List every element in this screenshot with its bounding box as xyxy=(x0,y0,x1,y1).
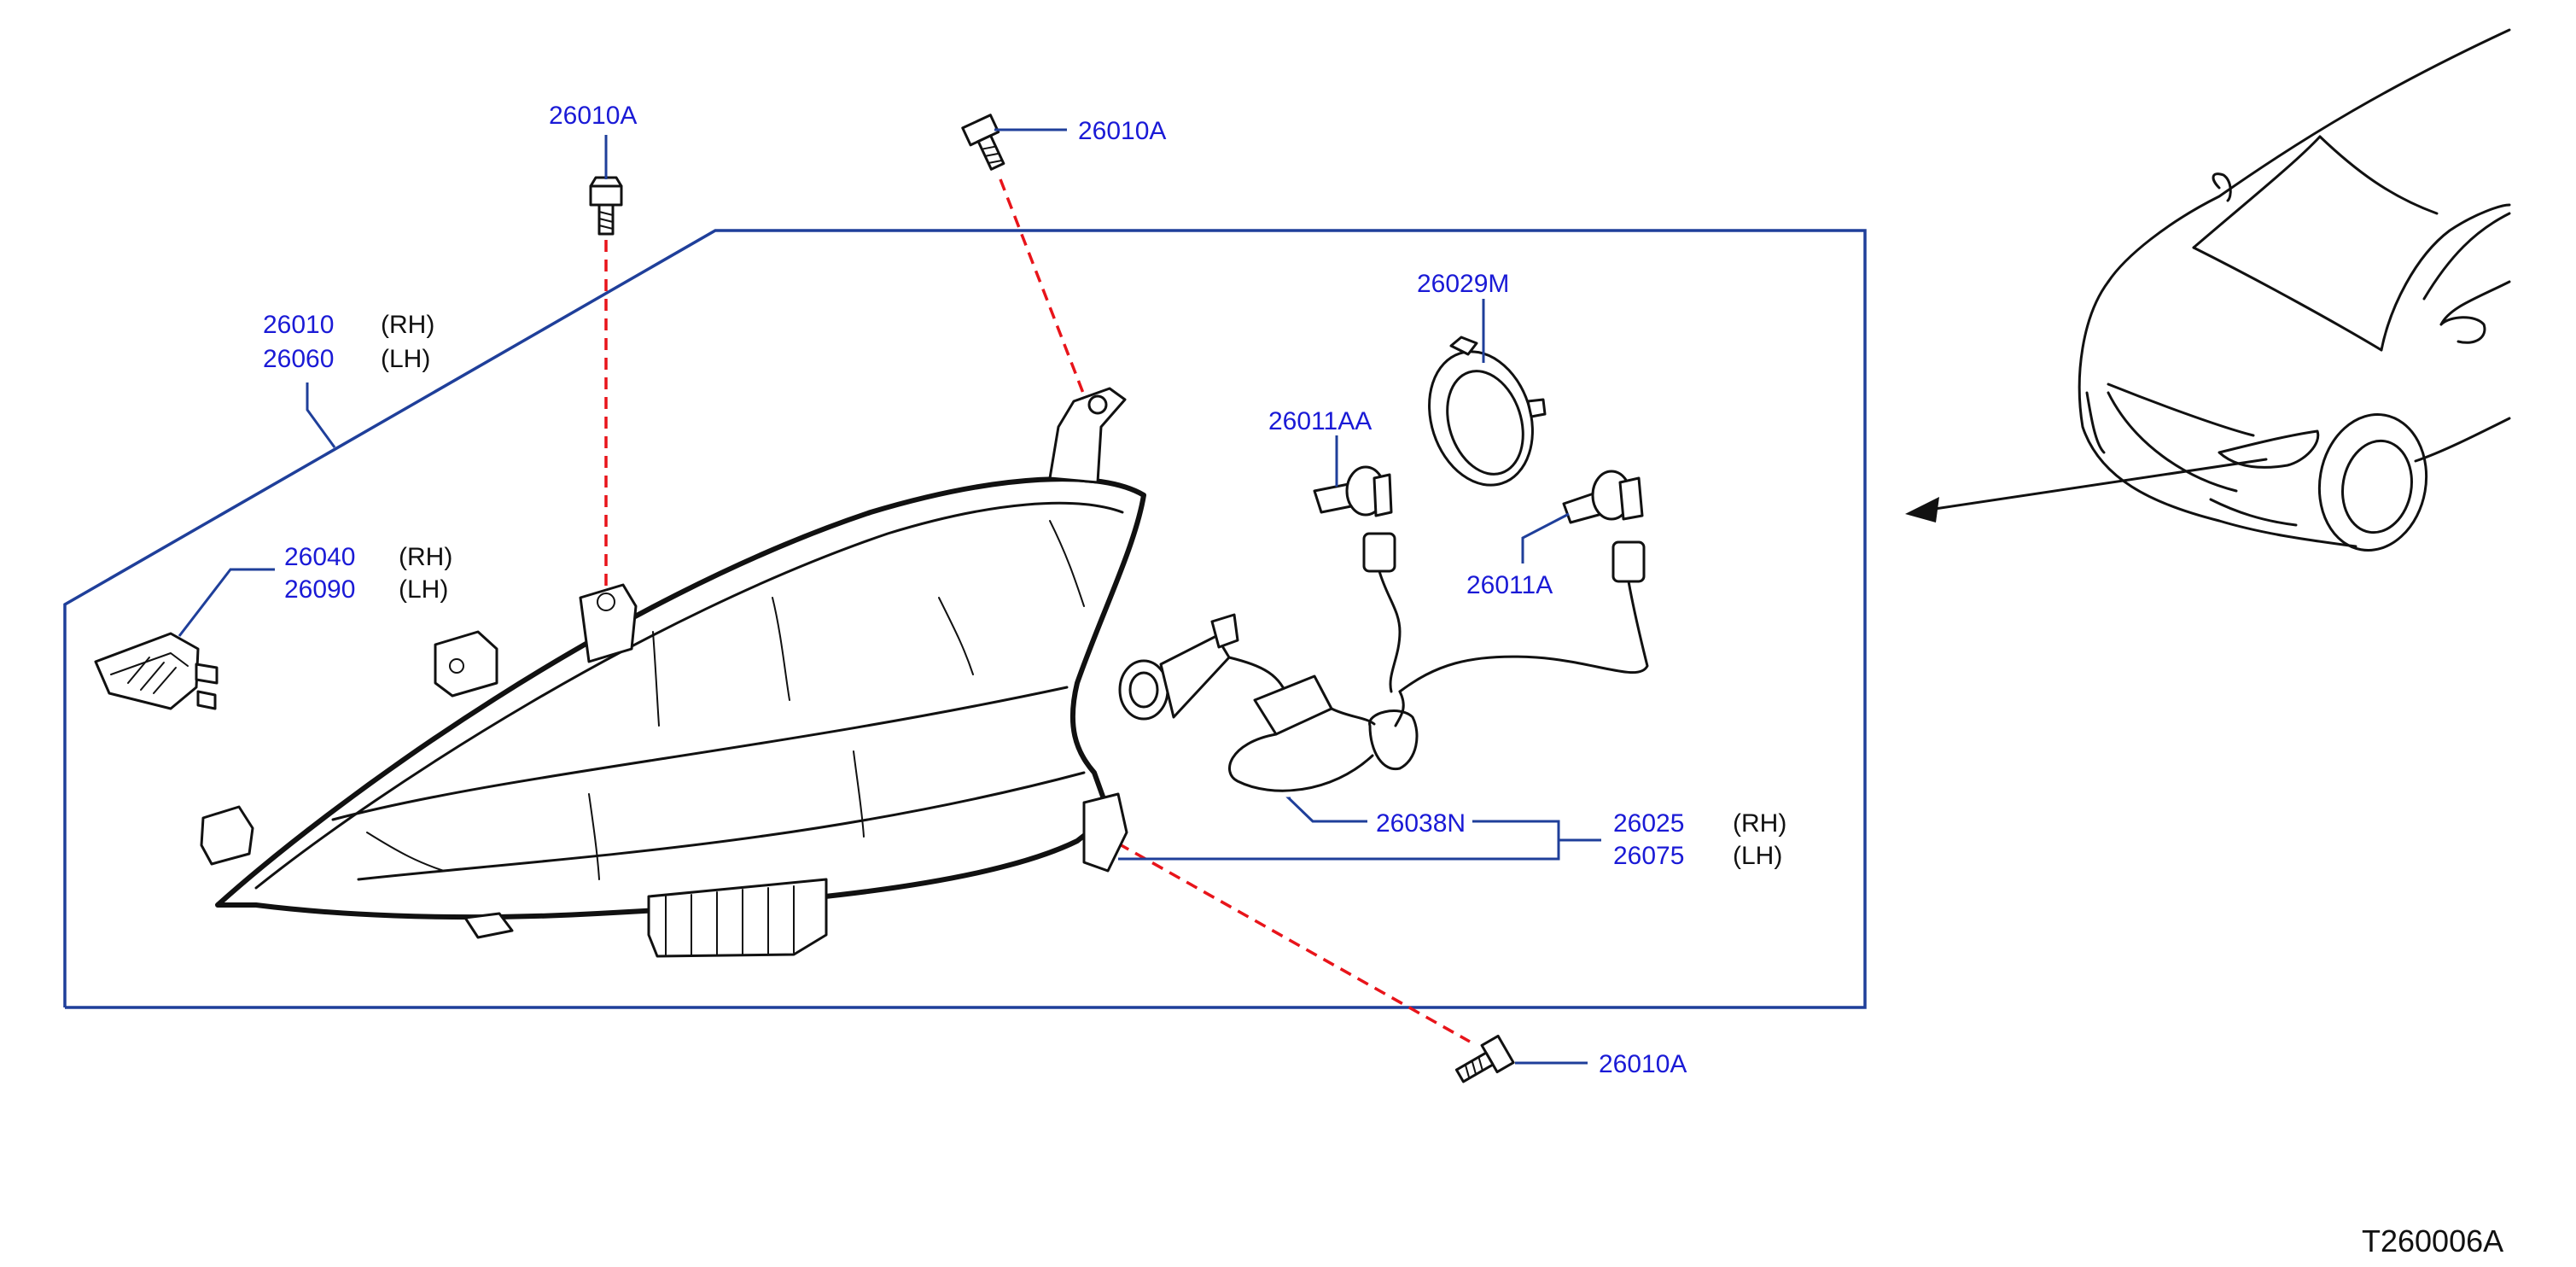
callout-side-marker-lh-part: 26090 xyxy=(284,575,355,604)
leader-bulb-right xyxy=(1521,512,1570,563)
callout-side-marker-rh-part: 26040 xyxy=(284,543,355,571)
bolt-icon xyxy=(1454,1034,1515,1083)
callout-socket-cap: 26029M xyxy=(1417,270,1509,298)
callout-headlamp-rh-part: 26010 xyxy=(263,311,334,339)
leader-headlamp xyxy=(306,382,336,448)
bulb-icon xyxy=(1398,470,1649,693)
callout-harness-assembly-lh-part: 26075 xyxy=(1613,842,1684,870)
callout-headlamp-rh-side: (RH) xyxy=(381,311,434,339)
callout-harness-assembly-lh-side: (LH) xyxy=(1733,842,1782,870)
bulb-icon xyxy=(1313,465,1402,693)
vehicle-front-icon xyxy=(1905,28,2511,552)
callout-bolt-top-left: 26010A xyxy=(549,102,637,130)
fastener-path-top-center xyxy=(999,178,1087,400)
socket-cap-icon xyxy=(1428,336,1547,487)
callout-harness: 26038N xyxy=(1376,809,1466,838)
harness-connector-icon xyxy=(1118,613,1419,792)
callout-headlamp-lh-part: 26060 xyxy=(263,345,334,373)
callout-harness-assembly-rh-part: 26025 xyxy=(1613,809,1684,838)
callout-side-marker-lh-side: (LH) xyxy=(399,575,448,604)
headlamp-assembly-drawing xyxy=(200,387,1146,958)
leader-harness xyxy=(1285,797,1367,823)
fastener-path-bottom-right xyxy=(1117,842,1471,1043)
callout-bulb-right: 26011A xyxy=(1466,571,1553,599)
callout-headlamp-lh-side: (LH) xyxy=(381,345,430,373)
callout-side-marker-rh-side: (RH) xyxy=(399,543,452,571)
callout-bolt-top-center: 26010A xyxy=(1078,117,1166,145)
side-marker-unit-drawing xyxy=(94,632,219,710)
bolt-icon xyxy=(589,176,623,236)
leader-side-marker xyxy=(178,568,275,637)
callout-bulb-left: 26011AA xyxy=(1268,407,1372,435)
callout-bolt-bottom-right: 26010A xyxy=(1599,1050,1687,1078)
diagram-id: T260006A xyxy=(2362,1223,2503,1258)
bolt-icon xyxy=(961,114,1005,171)
leader-harness-assembly xyxy=(1118,820,1560,861)
assembly-frame xyxy=(63,229,1867,1009)
callout-harness-assembly-rh-side: (RH) xyxy=(1733,809,1786,838)
